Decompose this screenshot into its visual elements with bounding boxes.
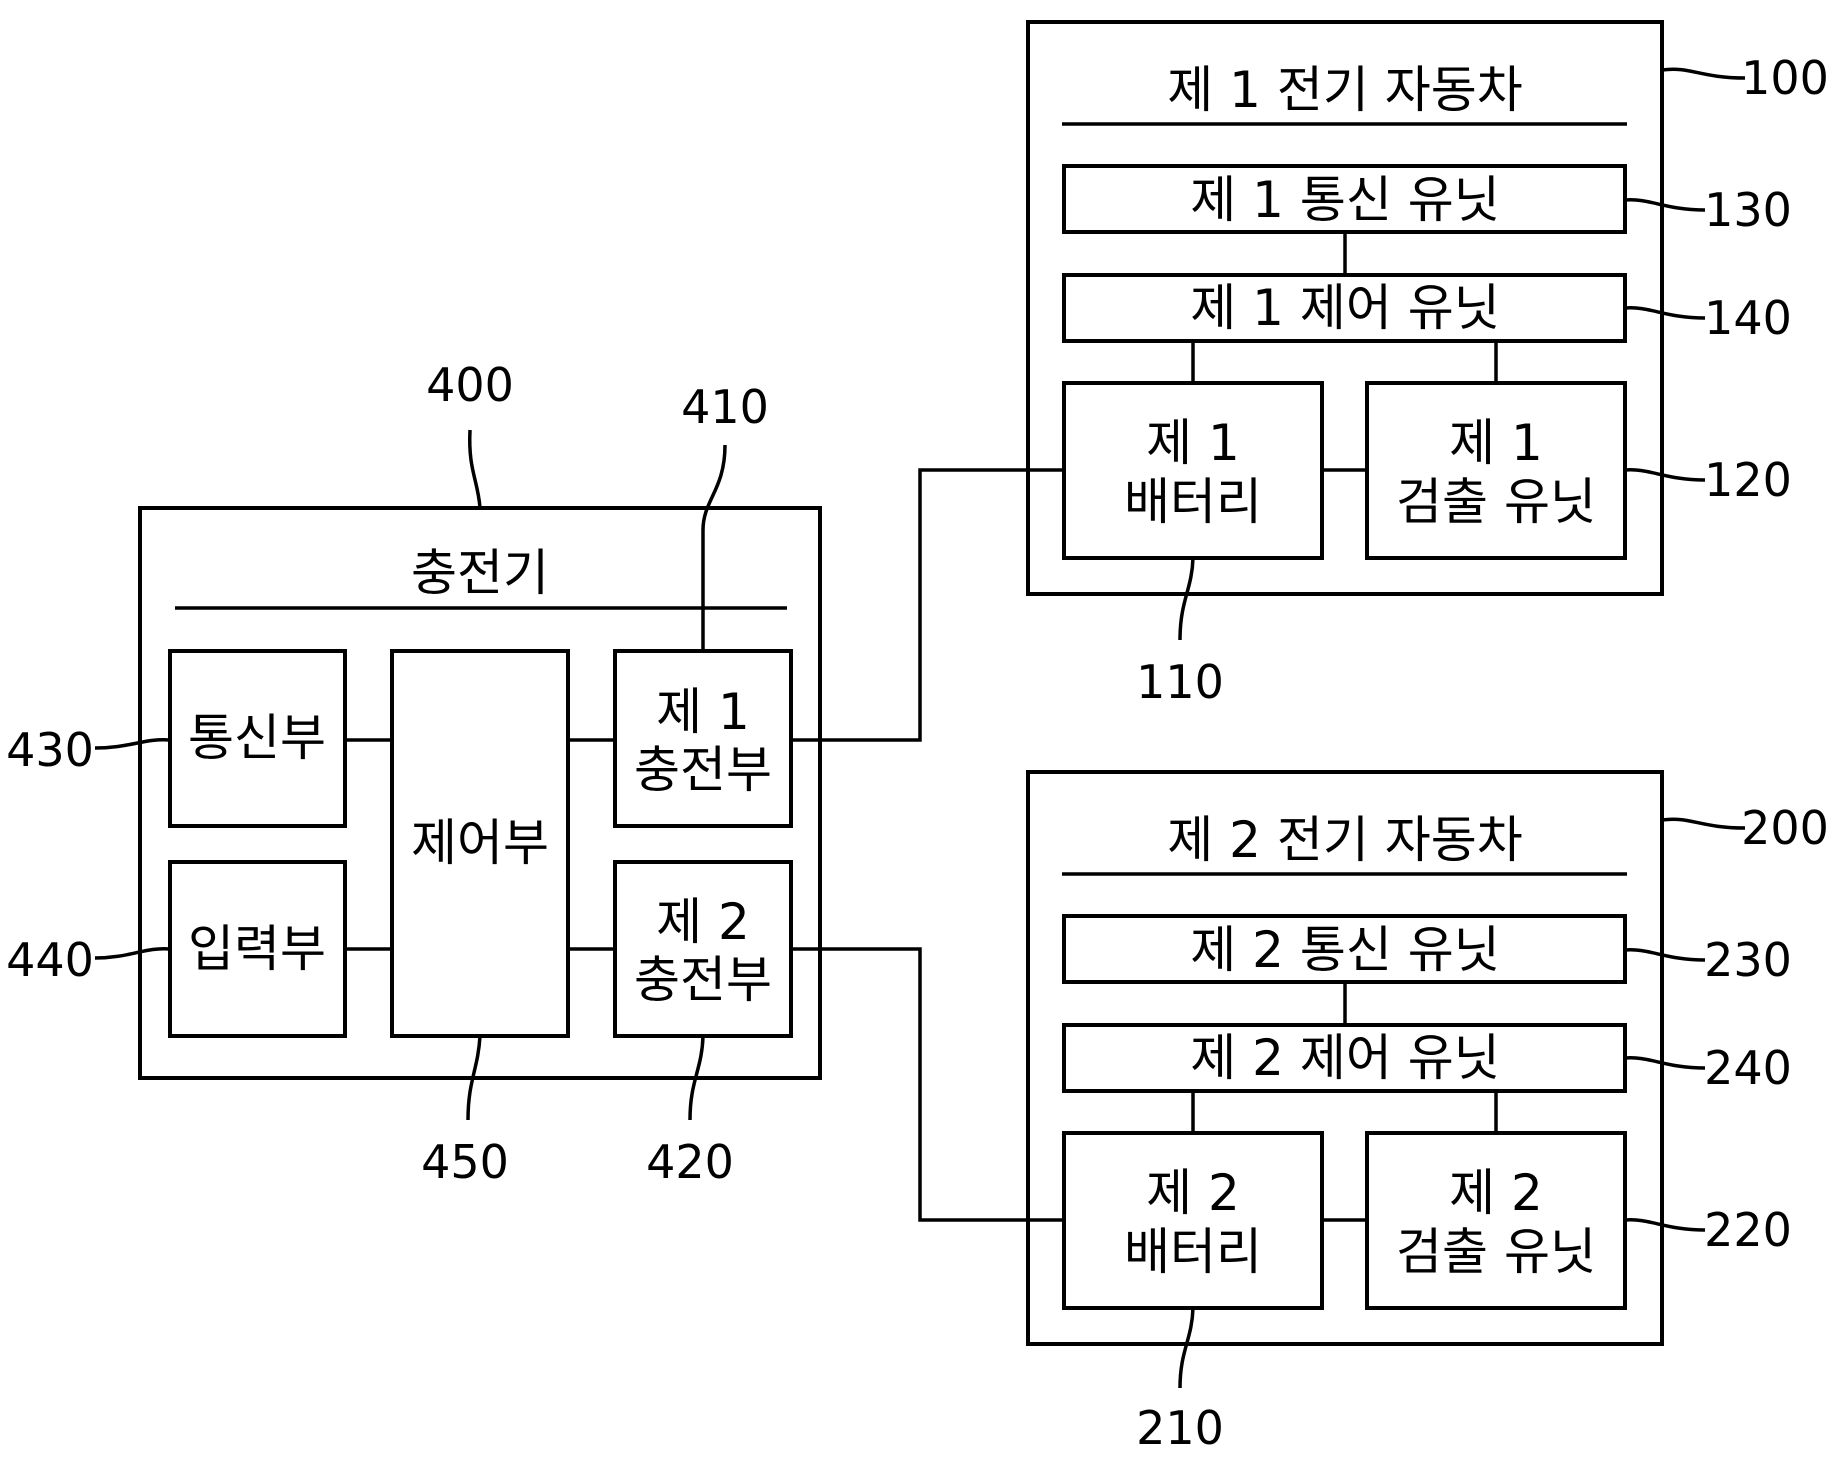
ref-120: 120 xyxy=(1704,453,1792,507)
leader-240 xyxy=(1624,1056,1706,1070)
charger-comm-label: 통신부 xyxy=(188,709,326,767)
ev1-control-label: 제 1 제어 유닛 xyxy=(1190,279,1500,337)
ev2-battery-box xyxy=(1062,1131,1324,1310)
ref-130: 130 xyxy=(1704,183,1792,237)
ev1-detect-line1: 제 1 xyxy=(1449,414,1543,472)
ev2: 제 2 전기 자동차 제 2 통신 유닛 제 2 제어 유닛 제 2 배터리 제… xyxy=(1026,770,1664,1346)
ref-210: 210 xyxy=(1136,1401,1224,1455)
charger: 충전기 통신부 입력부 제어부 제 1 충전부 제 2 충전부 xyxy=(138,506,822,1080)
charger-control-box xyxy=(390,649,570,1038)
ref-430: 430 xyxy=(6,723,94,777)
ref-230: 230 xyxy=(1704,933,1792,987)
cable-charge1-to-battery1 xyxy=(791,468,1064,742)
ev2-comm-box xyxy=(1062,914,1627,984)
ref-140: 140 xyxy=(1704,291,1792,345)
ev2-title: 제 2 전기 자동차 xyxy=(1167,811,1523,869)
ref-100: 100 xyxy=(1741,51,1827,105)
charger-control-label: 제어부 xyxy=(411,814,549,872)
charger-title: 충전기 xyxy=(411,544,549,602)
ev2-detect-box xyxy=(1365,1131,1627,1310)
ref-240: 240 xyxy=(1704,1041,1792,1095)
ev2-comm-label: 제 2 통신 유닛 xyxy=(1190,921,1500,979)
leader-230 xyxy=(1624,948,1706,962)
ev2-battery-line2: 배터리 xyxy=(1124,1223,1262,1281)
ref-400: 400 xyxy=(426,358,514,412)
ev1-comm-box xyxy=(1062,164,1627,234)
ev2-control-label: 제 2 제어 유닛 xyxy=(1190,1029,1500,1087)
leader-210 xyxy=(1178,1307,1195,1389)
ev2-detect-line2: 검출 유닛 xyxy=(1396,1223,1596,1281)
ev2-detect-line1: 제 2 xyxy=(1449,1164,1543,1222)
charger-charge2-line2: 충전부 xyxy=(634,951,772,1009)
leader-200 xyxy=(1661,817,1746,830)
leader-420 xyxy=(688,1035,705,1121)
charger-charge1-line1: 제 1 xyxy=(656,683,750,741)
charger-charge2-box xyxy=(613,860,793,1038)
leader-430 xyxy=(94,737,171,750)
ev1-detect-line2: 검출 유닛 xyxy=(1396,473,1596,531)
leader-450 xyxy=(466,1035,482,1121)
ev2-battery-line1: 제 2 xyxy=(1146,1164,1240,1222)
leader-130 xyxy=(1624,198,1706,212)
leader-220 xyxy=(1624,1218,1706,1232)
ref-420: 420 xyxy=(646,1135,734,1189)
charger-charge1-line2: 충전부 xyxy=(634,741,772,799)
leader-100 xyxy=(1661,67,1746,80)
ref-220: 220 xyxy=(1704,1203,1792,1257)
charger-input-label: 입력부 xyxy=(188,920,326,978)
ref-200: 200 xyxy=(1741,801,1827,855)
charger-charge2-line1: 제 2 xyxy=(656,893,750,951)
ev1-comm-label: 제 1 통신 유닛 xyxy=(1190,171,1500,229)
ref-110: 110 xyxy=(1136,655,1224,709)
charger-comm-box xyxy=(168,649,347,828)
charger-input-box xyxy=(168,860,347,1038)
ref-450: 450 xyxy=(421,1135,509,1189)
ref-410: 410 xyxy=(681,380,769,434)
ref-440: 440 xyxy=(6,933,94,987)
leader-410 xyxy=(701,444,727,651)
leader-140 xyxy=(1624,306,1706,320)
ev1-detect-box xyxy=(1365,381,1627,560)
ev1: 제 1 전기 자동차 제 1 통신 유닛 제 1 제어 유닛 제 1 배터리 제… xyxy=(1026,20,1664,596)
cable-charge2-to-battery2 xyxy=(791,947,1064,1222)
ev1-battery-line2: 배터리 xyxy=(1124,473,1262,531)
leader-110 xyxy=(1178,557,1195,641)
leader-400 xyxy=(467,429,482,509)
ev1-battery-box xyxy=(1062,381,1324,560)
leader-440 xyxy=(94,947,171,960)
ev1-battery-line1: 제 1 xyxy=(1146,414,1240,472)
ev1-title: 제 1 전기 자동차 xyxy=(1167,61,1523,119)
leader-120 xyxy=(1624,468,1706,482)
